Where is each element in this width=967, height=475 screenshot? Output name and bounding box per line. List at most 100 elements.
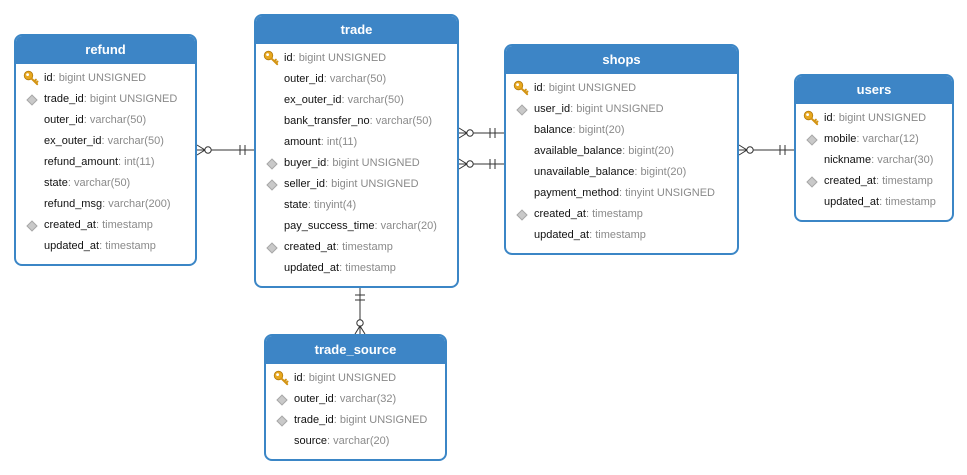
field-name: ex_outer_id (44, 135, 102, 147)
field-row[interactable]: buyer_id: bigint UNSIGNED (256, 153, 457, 174)
field-row[interactable]: available_balance: bigint(20) (506, 141, 737, 162)
field-row[interactable]: created_at: timestamp (16, 215, 195, 236)
crows-foot-marker (458, 158, 468, 170)
field-row[interactable]: unavailable_balance: bigint(20) (506, 162, 737, 183)
table-header: refund (16, 36, 195, 64)
field-separator: : (324, 178, 332, 190)
field-row[interactable]: state: varchar(50) (16, 173, 195, 194)
field-row[interactable]: trade_id: bigint UNSIGNED (266, 410, 445, 431)
field-name: state (284, 199, 308, 211)
field-name: buyer_id (284, 157, 327, 169)
field-separator: : (570, 103, 577, 115)
table-header: trade_source (266, 336, 445, 364)
field-type: varchar(12) (862, 133, 919, 145)
field-separator: : (832, 112, 839, 124)
field-row[interactable]: trade_id: bigint UNSIGNED (16, 89, 195, 110)
diamond-icon (26, 94, 38, 106)
field-type: bigint(20) (640, 166, 687, 178)
field-type: timestamp (882, 175, 933, 187)
field-row[interactable]: refund_amount: int(11) (16, 152, 195, 173)
field-name: id (534, 82, 543, 94)
field-row[interactable]: updated_at: timestamp (796, 192, 952, 213)
field-row[interactable]: updated_at: timestamp (16, 236, 195, 257)
field-separator: : (52, 72, 59, 84)
field-row[interactable]: outer_id: varchar(32) (266, 389, 445, 410)
diamond-icon (516, 104, 528, 116)
field-row[interactable]: outer_id: varchar(50) (256, 69, 457, 90)
field-row[interactable]: id: bigint UNSIGNED (266, 368, 445, 389)
field-row[interactable]: amount: int(11) (256, 132, 457, 153)
field-type: bigint(20) (578, 124, 625, 136)
field-row[interactable]: updated_at: timestamp (256, 258, 457, 279)
optional-circle-marker (204, 146, 212, 154)
field-row[interactable]: balance: bigint(20) (506, 120, 737, 141)
field-separator: : (856, 133, 863, 145)
field-type: bigint UNSIGNED (576, 103, 664, 115)
field-name: created_at (284, 241, 336, 253)
field-type: tinyint UNSIGNED (625, 187, 715, 199)
field-separator: : (95, 219, 103, 231)
field-row[interactable]: outer_id: varchar(50) (16, 110, 195, 131)
field-type: timestamp (592, 208, 643, 220)
field-row[interactable]: bank_transfer_no: varchar(50) (256, 111, 457, 132)
field-separator: : (879, 196, 886, 208)
field-name: refund_amount (44, 156, 118, 168)
field-separator: : (341, 94, 348, 106)
field-name: updated_at (284, 262, 340, 274)
field-name: updated_at (44, 240, 100, 252)
field-row[interactable]: mobile: varchar(12) (796, 129, 952, 150)
field-row[interactable]: created_at: timestamp (796, 171, 952, 192)
field-row[interactable]: created_at: timestamp (256, 237, 457, 258)
field-name: trade_id (44, 93, 84, 105)
field-row[interactable]: ex_outer_id: varchar(50) (256, 90, 457, 111)
field-name: outer_id (284, 73, 324, 85)
field-row[interactable]: id: bigint UNSIGNED (16, 68, 195, 89)
field-name: created_at (44, 219, 96, 231)
field-type: bigint UNSIGNED (339, 414, 428, 426)
field-separator: : (307, 199, 314, 211)
diamond-icon (806, 176, 818, 188)
field-separator: : (542, 82, 549, 94)
field-separator: : (323, 73, 330, 85)
field-row[interactable]: id: bigint UNSIGNED (256, 48, 457, 69)
field-separator: : (572, 124, 579, 136)
field-type: bigint UNSIGNED (332, 157, 420, 169)
field-type: varchar(32) (339, 393, 397, 405)
field-row[interactable]: refund_msg: varchar(200) (16, 194, 195, 215)
field-separator: : (339, 262, 346, 274)
field-row[interactable]: state: tinyint(4) (256, 195, 457, 216)
field-row[interactable]: updated_at: timestamp (506, 225, 737, 246)
field-separator: : (83, 93, 90, 105)
field-name: id (294, 372, 303, 384)
field-separator: : (369, 115, 376, 127)
field-row[interactable]: payment_method: tinyint UNSIGNED (506, 183, 737, 204)
field-type: varchar(20) (380, 220, 437, 232)
field-row[interactable]: user_id: bigint UNSIGNED (506, 99, 737, 120)
field-type: int(11) (124, 156, 155, 168)
field-separator: : (83, 114, 90, 126)
field-row[interactable]: source: varchar(20) (266, 431, 445, 452)
field-row[interactable]: id: bigint UNSIGNED (506, 78, 737, 99)
key-icon (273, 370, 289, 386)
diamond-icon (266, 242, 278, 254)
field-name: source (294, 435, 328, 447)
field-type: bigint UNSIGNED (308, 372, 397, 384)
field-name: outer_id (44, 114, 84, 126)
field-row[interactable]: ex_outer_id: varchar(50) (16, 131, 195, 152)
field-type: timestamp (885, 196, 936, 208)
field-row[interactable]: created_at: timestamp (506, 204, 737, 225)
field-row[interactable]: pay_success_time: varchar(20) (256, 216, 457, 237)
field-row[interactable]: nickname: varchar(30) (796, 150, 952, 171)
field-row[interactable]: seller_id: bigint UNSIGNED (256, 174, 457, 195)
field-separator: : (374, 220, 381, 232)
field-row[interactable]: id: bigint UNSIGNED (796, 108, 952, 129)
field-type: bigint UNSIGNED (58, 72, 147, 84)
field-name: updated_at (824, 196, 880, 208)
crows-foot-marker (458, 127, 468, 139)
